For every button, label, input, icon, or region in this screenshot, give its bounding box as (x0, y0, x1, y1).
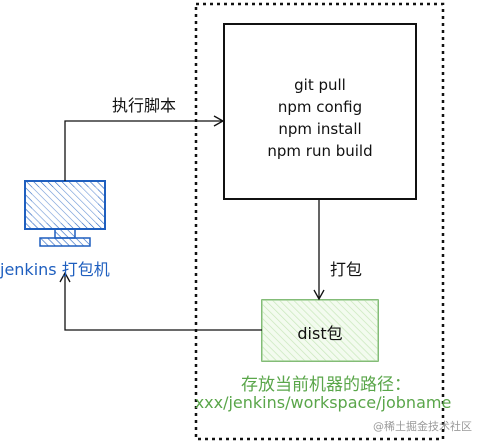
monitor-icon (24, 180, 106, 247)
watermark: @稀土掘金技术社区 (373, 420, 472, 433)
build-script-box (223, 23, 417, 200)
server-boundary (194, 2, 445, 441)
path-note-title: 存放当前机器的路径： (241, 375, 411, 395)
path-note-path: xxx/jenkins/workspace/jobname (194, 393, 452, 412)
command-npm-install: npm install (278, 120, 362, 138)
edge-label-run-script: 执行脚本 (112, 96, 177, 115)
arrow-execute-script (64, 120, 222, 181)
command-git-pull: git pull (294, 76, 346, 94)
dist-label: dist包 (297, 324, 343, 343)
command-npm-config: npm config (277, 98, 363, 116)
arrow-return (64, 274, 262, 331)
command-list: git pull npm config npm install npm run … (224, 74, 416, 162)
command-npm-run-build: npm run build (267, 142, 373, 160)
jenkins-label: jenkins 打包机 (0, 260, 110, 279)
edge-label-pack: 打包 (330, 260, 363, 279)
